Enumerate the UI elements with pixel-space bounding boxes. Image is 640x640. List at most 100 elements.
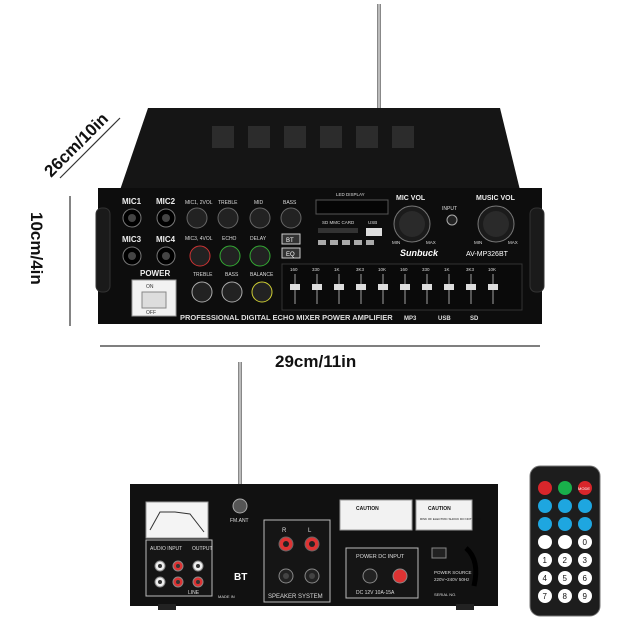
remote-button[interactable] [578, 499, 592, 513]
remote-button[interactable] [558, 481, 572, 495]
foot-left [158, 604, 176, 610]
eq-slider-handle[interactable] [466, 284, 476, 290]
remote-button[interactable] [538, 571, 552, 585]
knob-row-1 [186, 207, 302, 229]
model-name: AV-MP326BT [466, 251, 509, 258]
mic-vol-label: MIC VOL [396, 195, 426, 202]
mic-vol-max: MAX [426, 240, 436, 245]
power-dc-label: POWER DC INPUT [356, 554, 405, 560]
remote-digit-label: 3 [583, 556, 588, 565]
footer-logo-sd: SD [470, 316, 479, 322]
remote-digit-label: 6 [583, 574, 588, 583]
voltage-label: 220V~240V 50Hz [434, 577, 470, 582]
dc-positive-terminal [392, 568, 408, 584]
eq-slider-handle[interactable] [312, 284, 322, 290]
mic1-label: MIC1 [122, 197, 142, 206]
remote-digit-label: 1 [543, 556, 548, 565]
remote-digit-label: 2 [563, 556, 568, 565]
knob-row-2 [189, 245, 271, 267]
sd-slot [318, 228, 358, 233]
rear-bt-label: BT [234, 572, 247, 583]
remote-button[interactable] [558, 535, 572, 549]
remote-button[interactable] [578, 553, 592, 567]
remote-button[interactable] [578, 535, 592, 549]
knob-label-balance: BALANCE [250, 272, 274, 278]
input-label: INPUT [442, 206, 457, 212]
led-display-label: LED DISPLAY [336, 192, 365, 197]
footer-logo-usb: USB [438, 316, 451, 322]
eq-slider-handle[interactable] [290, 284, 300, 290]
remote-button[interactable] [538, 499, 552, 513]
eq-frequency-label: 1K [334, 267, 340, 272]
eq-frequency-label: 3K3 [356, 267, 365, 272]
eq-slider-handle[interactable] [400, 284, 410, 290]
input-button[interactable] [446, 214, 458, 226]
remote-button[interactable] [538, 553, 552, 567]
output-label: OUTPUT [192, 546, 213, 552]
remote-button[interactable] [558, 571, 572, 585]
media-buttons [318, 240, 374, 245]
power-off-label: OFF [146, 310, 156, 316]
remote-button[interactable] [558, 517, 572, 531]
eq-slider-handle[interactable] [378, 284, 388, 290]
eq-slider-handle[interactable] [356, 284, 366, 290]
remote-button[interactable] [538, 481, 552, 495]
fm-antenna-connector [232, 498, 248, 514]
power-cord [464, 546, 479, 587]
eq-slider-handle[interactable] [422, 284, 432, 290]
remote-digit-label: 8 [563, 592, 568, 601]
dc-rating-label: DC 12V 10A-15A [356, 590, 395, 596]
eq-slider-handle[interactable] [334, 284, 344, 290]
remote-button[interactable] [558, 589, 572, 603]
remote-button[interactable] [538, 517, 552, 531]
eq-badge: EQ [286, 252, 295, 258]
speaker-terminals [278, 536, 320, 584]
top-vents [212, 126, 414, 148]
knob-label-mid: MID [254, 200, 264, 206]
remote-button[interactable] [538, 535, 552, 549]
caution-label: CAUTION [356, 506, 379, 512]
depth-dimension-line [59, 117, 121, 179]
knob-label-bass-top: BASS [283, 200, 297, 206]
remote-digit-label: 4 [543, 574, 548, 583]
mic4-label: MIC4 [156, 235, 176, 244]
mic-jacks [122, 208, 176, 266]
remote-digit-label: 9 [583, 592, 588, 601]
knob-label-mic12: MIC1, 2VOL [185, 200, 213, 206]
eq-frequency-label: 1K [444, 267, 450, 272]
remote-button[interactable] [578, 481, 592, 495]
foot-right [456, 604, 474, 610]
eq-slider-handle[interactable] [488, 284, 498, 290]
risk-label: RISK OF ELECTRIC SHOCK DO NOT OPEN [420, 517, 481, 521]
remote-button[interactable] [578, 571, 592, 585]
eq-slider-handle[interactable] [444, 284, 454, 290]
remote-button[interactable] [558, 553, 572, 567]
front-amplifier: MIC1 MIC2 MIC3 MIC4 POWER ON OFF MIC1, 2… [95, 4, 545, 324]
caution-label-2: CAUTION [428, 506, 451, 512]
rear-amplifier: FM.ANT AUDIO INPUT OUTPUT LINE BT MADE I… [130, 362, 498, 610]
power-label: POWER [140, 269, 170, 278]
dc-negative-terminal [362, 568, 378, 584]
music-vol-max: MAX [508, 240, 518, 245]
remote-button[interactable] [538, 589, 552, 603]
knob-label-treble-bottom: TREBLE [193, 272, 213, 278]
line-label: LINE [188, 590, 200, 596]
brand-name: Sunbuck [400, 248, 439, 258]
knob-label-mic34: MIC3, 4VOL [185, 236, 213, 242]
remote-button[interactable] [558, 499, 572, 513]
eq-frequency-label: 160 [400, 267, 408, 272]
caution-sticker [339, 499, 413, 531]
power-on-label: ON [146, 284, 154, 290]
remote-button[interactable] [578, 589, 592, 603]
footer-logo-mp3: MP3 [404, 316, 417, 322]
rca-jacks [154, 560, 204, 588]
usb-port [366, 228, 382, 236]
frequency-curve-sticker [145, 501, 209, 539]
speaker-terminal-panel [263, 519, 331, 603]
made-in-label: MADE IN [218, 594, 235, 599]
remote-button[interactable] [578, 517, 592, 531]
